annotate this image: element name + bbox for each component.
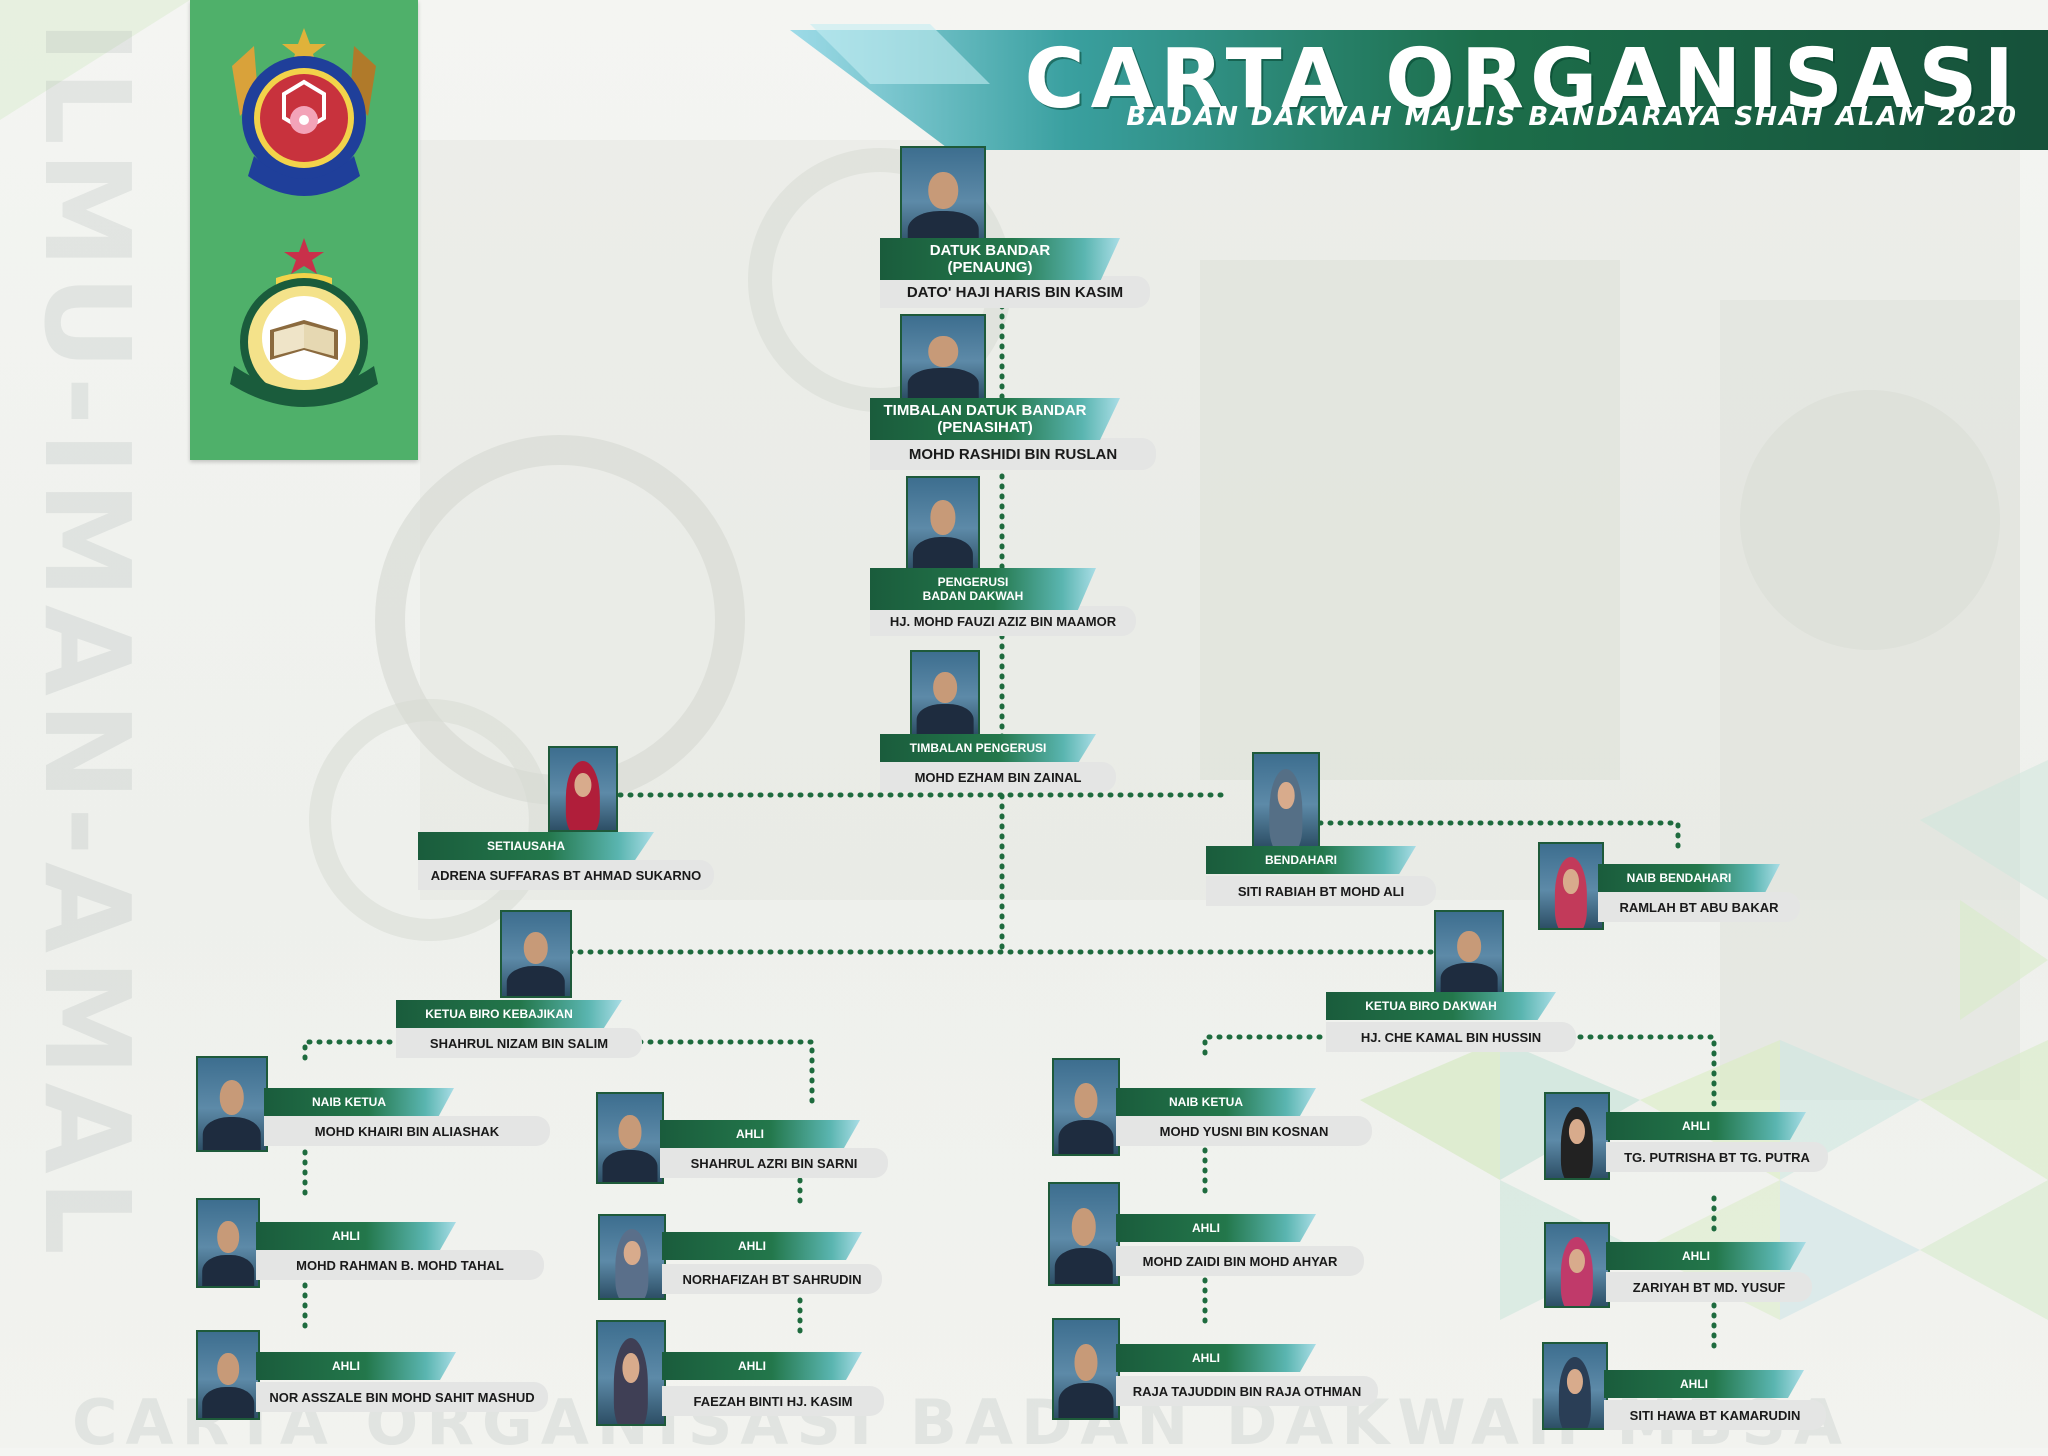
badan-dakwah-logo bbox=[230, 238, 378, 407]
vertical-watermark: ILMU-IMAN-AMAL bbox=[18, 20, 156, 1261]
name-kebajikan-ahli2: NOR ASSZALE BIN MOHD SAHIT MASHUD bbox=[256, 1382, 548, 1412]
role-kebajikan-ahli5: AHLI bbox=[738, 1359, 766, 1373]
mbsa-crest-logo bbox=[232, 28, 376, 196]
name-dakwah-ahli3: TG. PUTRISHA BT TG. PUTRA bbox=[1606, 1142, 1828, 1172]
name-dakwah-ahli4: ZARIYAH BT MD. YUSUF bbox=[1606, 1272, 1812, 1302]
logo-panel bbox=[190, 0, 418, 460]
photo-penaung bbox=[900, 146, 986, 248]
photo-naib-bendahari bbox=[1538, 842, 1604, 930]
name-pengerusi: HJ. MOHD FAUZI AZIZ BIN MAAMOR bbox=[870, 606, 1136, 636]
role-ribbon-dakwah-naib: NAIB KETUA bbox=[1116, 1088, 1316, 1116]
role-ketua-dakwah: KETUA BIRO DAKWAH bbox=[1365, 999, 1497, 1013]
role-ribbon-ketua-dakwah: KETUA BIRO DAKWAH bbox=[1326, 992, 1556, 1020]
role-ribbon-kebajikan-ahli5: AHLI bbox=[662, 1352, 862, 1380]
title-banner: CARTA ORGANISASI BADAN DAKWAH MAJLIS BAN… bbox=[790, 24, 2048, 156]
role-ribbon-timbalan-pengerusi: TIMBALAN PENGERUSI bbox=[880, 734, 1096, 762]
role-penaung: DATUK BANDAR (PENAUNG) bbox=[929, 242, 1051, 276]
role-ribbon-kebajikan-naib: NAIB KETUA bbox=[264, 1088, 454, 1116]
name-kebajikan-ahli3: SHAHRUL AZRI BIN SARNI bbox=[660, 1148, 888, 1178]
name-naib-bendahari: RAMLAH BT ABU BAKAR bbox=[1598, 892, 1800, 922]
photo-dakwah-ahli3 bbox=[1544, 1092, 1610, 1180]
name-dakwah-ahli1: MOHD ZAIDI BIN MOHD AHYAR bbox=[1116, 1246, 1364, 1276]
photo-kebajikan-ahli5 bbox=[596, 1320, 666, 1426]
role-ribbon-bendahari: BENDAHARI bbox=[1206, 846, 1416, 874]
name-dakwah-naib: MOHD YUSNI BIN KOSNAN bbox=[1116, 1116, 1372, 1146]
role-ribbon-kebajikan-ahli3: AHLI bbox=[660, 1120, 860, 1148]
chart-title: CARTA ORGANISASI bbox=[1024, 32, 2020, 127]
photo-kebajikan-ahli4 bbox=[598, 1214, 666, 1300]
role-kebajikan-ahli3: AHLI bbox=[736, 1127, 764, 1141]
name-kebajikan-ahli4: NORHAFIZAH BT SAHRUDIN bbox=[662, 1264, 882, 1294]
role-kebajikan-naib: NAIB KETUA bbox=[312, 1095, 386, 1109]
role-ribbon-ketua-kebajikan: KETUA BIRO KEBAJIKAN bbox=[396, 1000, 622, 1028]
name-dakwah-ahli2: RAJA TAJUDDIN BIN RAJA OTHMAN bbox=[1116, 1376, 1378, 1406]
photo-penasihat bbox=[900, 314, 986, 400]
role-ribbon-naib-bendahari: NAIB BENDAHARI bbox=[1598, 864, 1780, 892]
photo-kebajikan-ahli3 bbox=[596, 1092, 664, 1184]
name-dakwah-ahli5: SITI HAWA BT KAMARUDIN bbox=[1604, 1400, 1826, 1430]
name-ketua-kebajikan: SHAHRUL NIZAM BIN SALIM bbox=[396, 1028, 642, 1058]
name-kebajikan-ahli5: FAEZAH BINTI HJ. KASIM bbox=[662, 1386, 884, 1416]
photo-timbalan-pengerusi bbox=[910, 650, 980, 736]
role-dakwah-ahli2: AHLI bbox=[1192, 1351, 1220, 1365]
name-penaung: DATO' HAJI HARIS BIN KASIM bbox=[880, 276, 1150, 308]
role-ribbon-pengerusi: PENGERUSI BADAN DAKWAH bbox=[870, 568, 1096, 610]
photo-dakwah-naib bbox=[1052, 1058, 1120, 1156]
name-ketua-dakwah: HJ. CHE KAMAL BIN HUSSIN bbox=[1326, 1022, 1576, 1052]
photo-dakwah-ahli4 bbox=[1544, 1222, 1610, 1308]
role-setiausaha: SETIAUSAHA bbox=[486, 839, 565, 853]
role-dakwah-ahli4: AHLI bbox=[1682, 1249, 1710, 1263]
role-dakwah-naib: NAIB KETUA bbox=[1169, 1095, 1243, 1109]
role-ribbon-penaung: DATUK BANDAR (PENAUNG) bbox=[880, 238, 1120, 280]
name-penasihat: MOHD RASHIDI BIN RUSLAN bbox=[870, 438, 1156, 470]
photo-dakwah-ahli1 bbox=[1048, 1182, 1120, 1286]
photo-pengerusi bbox=[906, 476, 980, 572]
name-setiausaha: ADRENA SUFFARAS BT AHMAD SUKARNO bbox=[418, 860, 714, 890]
role-naib-bendahari: NAIB BENDAHARI bbox=[1626, 871, 1732, 885]
role-dakwah-ahli1: AHLI bbox=[1192, 1221, 1220, 1235]
photo-dakwah-ahli2 bbox=[1052, 1318, 1120, 1420]
role-ribbon-kebajikan-ahli2: AHLI bbox=[256, 1352, 456, 1380]
role-ribbon-dakwah-ahli2: AHLI bbox=[1116, 1344, 1316, 1372]
role-ribbon-dakwah-ahli5: AHLI bbox=[1604, 1370, 1804, 1398]
photo-dakwah-ahli5 bbox=[1542, 1342, 1608, 1430]
role-ribbon-kebajikan-ahli4: AHLI bbox=[662, 1232, 862, 1260]
photo-kebajikan-ahli1 bbox=[196, 1198, 260, 1288]
role-ribbon-setiausaha: SETIAUSAHA bbox=[418, 832, 654, 860]
role-dakwah-ahli5: AHLI bbox=[1680, 1377, 1708, 1391]
role-timbalan-pengerusi: TIMBALAN PENGERUSI bbox=[909, 741, 1047, 755]
role-ribbon-dakwah-ahli4: AHLI bbox=[1606, 1242, 1806, 1270]
role-ribbon-dakwah-ahli3: AHLI bbox=[1606, 1112, 1806, 1140]
role-dakwah-ahli3: AHLI bbox=[1682, 1119, 1710, 1133]
name-kebajikan-naib: MOHD KHAIRI BIN ALIASHAK bbox=[264, 1116, 550, 1146]
photo-kebajikan-ahli2 bbox=[196, 1330, 260, 1420]
role-kebajikan-ahli2: AHLI bbox=[332, 1359, 360, 1373]
name-bendahari: SITI RABIAH BT MOHD ALI bbox=[1206, 876, 1436, 906]
role-kebajikan-ahli4: AHLI bbox=[738, 1239, 766, 1253]
title-banner-shape bbox=[790, 24, 2048, 150]
role-ketua-kebajikan: KETUA BIRO KEBAJIKAN bbox=[425, 1007, 573, 1021]
role-ribbon-kebajikan-ahli1: AHLI bbox=[256, 1222, 456, 1250]
name-kebajikan-ahli1: MOHD RAHMAN B. MOHD TAHAL bbox=[256, 1250, 544, 1280]
photo-ketua-dakwah bbox=[1434, 910, 1504, 994]
role-kebajikan-ahli1: AHLI bbox=[332, 1229, 360, 1243]
photo-kebajikan-naib bbox=[196, 1056, 268, 1152]
role-bendahari: BENDAHARI bbox=[1265, 853, 1337, 867]
role-penasihat: TIMBALAN DATUK BANDAR (PENASIHAT) bbox=[883, 402, 1087, 436]
photo-ketua-kebajikan bbox=[500, 910, 572, 998]
chart-subtitle: BADAN DAKWAH MAJLIS BANDARAYA SHAH ALAM … bbox=[1126, 102, 2018, 132]
role-ribbon-penasihat: TIMBALAN DATUK BANDAR (PENASIHAT) bbox=[870, 398, 1120, 440]
role-ribbon-dakwah-ahli1: AHLI bbox=[1116, 1214, 1316, 1242]
photo-setiausaha bbox=[548, 746, 618, 832]
name-timbalan-pengerusi: MOHD EZHAM BIN ZAINAL bbox=[880, 762, 1116, 792]
photo-bendahari bbox=[1252, 752, 1320, 848]
role-pengerusi: PENGERUSI BADAN DAKWAH bbox=[922, 575, 1024, 603]
